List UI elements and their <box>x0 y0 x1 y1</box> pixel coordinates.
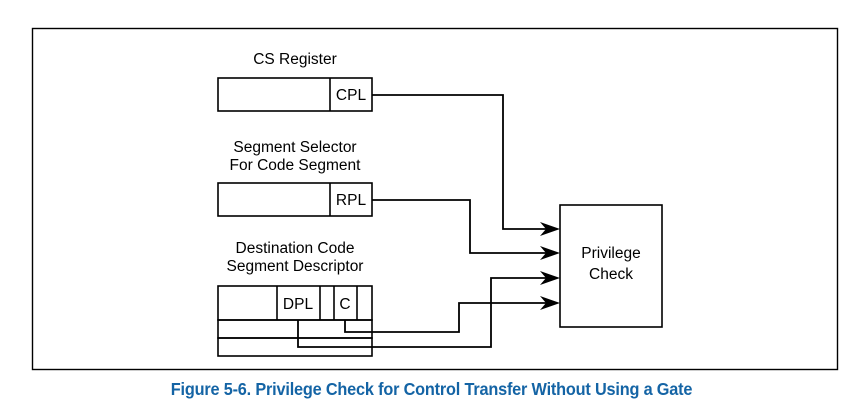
figure-frame <box>31 27 839 371</box>
privilege-check-title-line2: Check <box>589 266 633 283</box>
cs-register-cpl-label: CPL <box>336 87 367 104</box>
privilege-check-title-line1: Privilege <box>581 245 640 262</box>
code-descriptor-title-line1: Destination Code <box>236 240 355 257</box>
code-descriptor-row-2 <box>217 319 373 339</box>
wire-c-bit <box>344 302 549 333</box>
segment-selector-title-line2: For Code Segment <box>230 157 362 174</box>
arrowhead-rpl <box>540 246 560 260</box>
cs-register-title: CS Register <box>253 51 337 68</box>
privilege-check-box <box>559 204 663 328</box>
code-descriptor-dpl-label: DPL <box>283 296 314 313</box>
arrowhead-c-bit <box>540 296 560 310</box>
wire-dpl <box>297 277 549 348</box>
arrowhead-cpl <box>540 222 560 236</box>
figure-caption: Figure 5-6. Privilege Check for Control … <box>170 379 693 399</box>
code-descriptor-title-line2: Segment Descriptor <box>227 258 364 275</box>
code-descriptor-c-label: C <box>339 296 350 313</box>
segment-selector-rpl-label: RPL <box>336 192 367 209</box>
segment-selector-title-line1: Segment Selector <box>233 139 356 156</box>
wire-rpl <box>372 199 549 254</box>
wire-cpl <box>372 94 549 230</box>
arrowhead-dpl <box>540 271 560 285</box>
